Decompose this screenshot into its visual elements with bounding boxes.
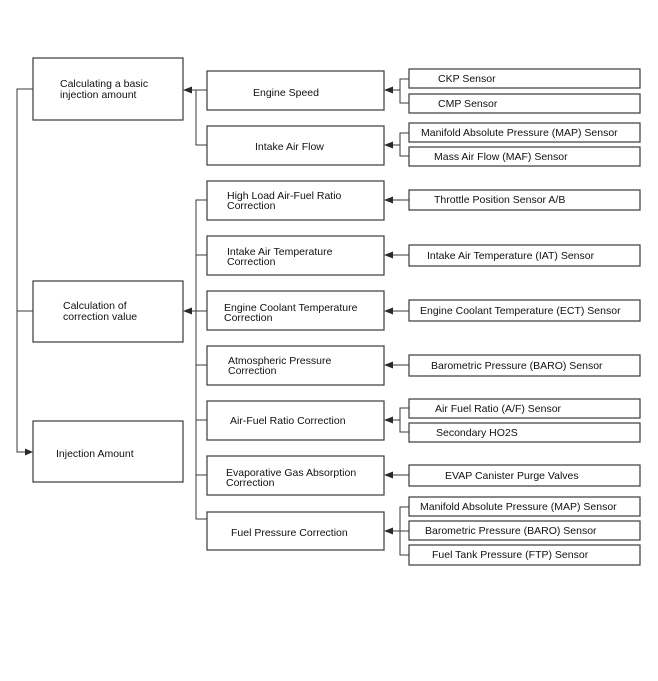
arrowhead <box>183 307 192 315</box>
baro-sensor-2-box: Barometric Pressure (BARO) Sensor <box>408 520 641 541</box>
atmospheric-label: Atmospheric Pressure Correction <box>228 355 334 377</box>
evap-valve-label: EVAP Canister Purge Valves <box>445 470 579 482</box>
arrowhead <box>384 416 393 424</box>
baro-sensor-label: Barometric Pressure (BARO) Sensor <box>431 360 603 372</box>
engine-speed-label: Engine Speed <box>253 87 319 99</box>
afr-correction-box: Air-Fuel Ratio Correction <box>206 400 385 441</box>
high-load-box: High Load Air-Fuel Ratio Correction <box>206 180 385 221</box>
engine-speed-to-basic-connector <box>191 89 207 146</box>
map-sensor-2-box: Manifold Absolute Pressure (MAP) Sensor <box>408 496 641 517</box>
evap-valve-box: EVAP Canister Purge Valves <box>408 464 641 487</box>
map-sensor-box: Manifold Absolute Pressure (MAP) Sensor <box>408 122 641 143</box>
arrowhead <box>183 86 192 94</box>
correction-value-label: Calculation of correction value <box>63 300 137 323</box>
maf-sensor-box: Mass Air Flow (MAF) Sensor <box>408 146 641 167</box>
cmp-sensor-box: CMP Sensor <box>408 93 641 114</box>
baro-sensor-box: Barometric Pressure (BARO) Sensor <box>408 354 641 377</box>
af-sensor-label: Air Fuel Ratio (A/F) Sensor <box>435 403 562 415</box>
fuel-pressure-label: Fuel Pressure Correction <box>231 527 348 539</box>
cmp-sensor-label: CMP Sensor <box>438 98 498 110</box>
coolant-temp-label: Engine Coolant Temperature Correction <box>224 302 360 324</box>
arrowhead <box>384 196 393 204</box>
arrowhead <box>25 448 33 456</box>
tps-sensor-box: Throttle Position Sensor A/B <box>408 189 641 211</box>
high-load-label: High Load Air-Fuel Ratio Correction <box>227 190 344 212</box>
arrowhead <box>384 251 393 259</box>
intake-air-flow-label: Intake Air Flow <box>255 141 324 153</box>
afr-correction-label: Air-Fuel Ratio Correction <box>230 415 346 427</box>
ect-sensor-label: Engine Coolant Temperature (ECT) Sensor <box>420 305 621 317</box>
ckp-sensor-label: CKP Sensor <box>438 73 496 85</box>
coolant-temp-box: Engine Coolant Temperature Correction <box>206 290 385 331</box>
maf-sensor-label: Mass Air Flow (MAF) Sensor <box>434 151 568 163</box>
parameter-column: Engine Speed Intake Air Flow High Load A… <box>206 70 385 551</box>
calculation-column: Calculating a basic injection amount Cal… <box>32 57 184 483</box>
ftp-sensor-box: Fuel Tank Pressure (FTP) Sensor <box>408 544 641 566</box>
map-sensor-2-label: Manifold Absolute Pressure (MAP) Sensor <box>420 501 617 513</box>
intake-air-temp-label: Intake Air Temperature Correction <box>227 246 335 268</box>
injection-amount-label: Injection Amount <box>56 448 134 460</box>
intake-air-flow-box: Intake Air Flow <box>206 125 385 166</box>
correction-value-box: Calculation of correction value <box>32 280 184 343</box>
connector-lines <box>16 78 409 556</box>
af-ho2s-to-afr-correction-connector <box>392 407 409 433</box>
atmospheric-box: Atmospheric Pressure Correction <box>206 345 385 386</box>
engine-speed-box: Engine Speed <box>206 70 385 111</box>
basic-injection-box: Calculating a basic injection amount <box>32 57 184 121</box>
arrowhead <box>384 86 393 94</box>
basic-injection-label: Calculating a basic injection amount <box>60 78 151 101</box>
map-sensor-label: Manifold Absolute Pressure (MAP) Sensor <box>421 127 618 139</box>
af-sensor-box: Air Fuel Ratio (A/F) Sensor <box>408 398 641 419</box>
iat-sensor-box: Intake Air Temperature (IAT) Sensor <box>408 244 641 267</box>
ect-sensor-box: Engine Coolant Temperature (ECT) Sensor <box>408 299 641 322</box>
fuel-pressure-box: Fuel Pressure Correction <box>206 511 385 551</box>
injection-amount-box: Injection Amount <box>32 420 184 483</box>
ho2s-sensor-box: Secondary HO2S <box>408 422 641 443</box>
evaporative-box: Evaporative Gas Absorption Correction <box>206 455 385 496</box>
tps-sensor-label: Throttle Position Sensor A/B <box>434 194 565 206</box>
arrowhead <box>384 307 393 315</box>
arrowhead <box>384 141 393 149</box>
ho2s-sensor-label: Secondary HO2S <box>436 427 518 439</box>
evaporative-label: Evaporative Gas Absorption Correction <box>226 467 359 489</box>
iat-sensor-label: Intake Air Temperature (IAT) Sensor <box>427 250 595 262</box>
arrowhead <box>384 527 393 535</box>
intake-air-temp-box: Intake Air Temperature Correction <box>206 235 385 276</box>
pressure-sensors-to-fuel-pressure-connector <box>392 506 409 556</box>
ftp-sensor-label: Fuel Tank Pressure (FTP) Sensor <box>432 549 589 561</box>
ckp-cmp-to-engine-speed-connector <box>392 78 409 104</box>
ckp-sensor-box: CKP Sensor <box>408 68 641 89</box>
arrowhead <box>384 471 393 479</box>
left-bus-connector <box>16 88 33 453</box>
sensor-column: CKP Sensor CMP Sensor Manifold Absolute … <box>408 68 641 566</box>
arrowhead <box>384 361 393 369</box>
map-maf-to-intake-air-flow-connector <box>392 132 409 157</box>
corrections-to-calculation-connector <box>191 199 207 520</box>
baro-sensor-2-label: Barometric Pressure (BARO) Sensor <box>425 525 597 537</box>
